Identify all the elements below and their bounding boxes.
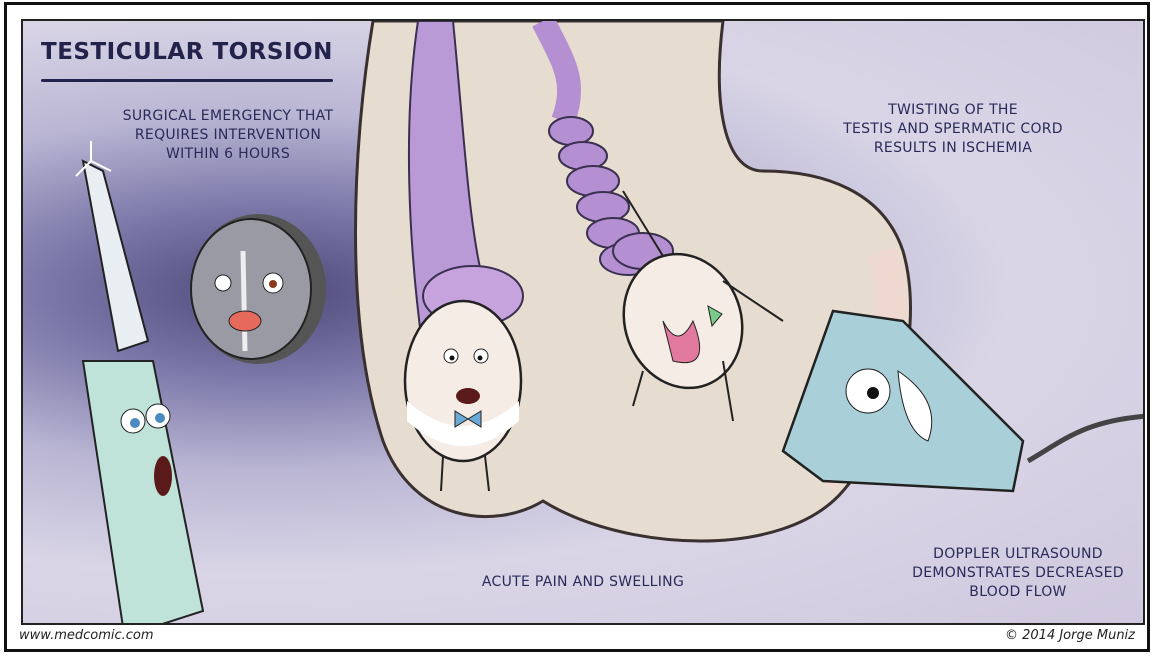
worried-testis-character bbox=[403, 299, 523, 492]
comic-frame: TESTICULAR TORSION SURGICAL EMERGENCY TH… bbox=[4, 2, 1150, 652]
twisted-testis-character bbox=[622, 190, 784, 422]
website-credit: www.medcomic.com bbox=[19, 628, 154, 643]
caption-line: TESTIS AND SPERMATIC CORD bbox=[843, 120, 1063, 137]
caption-line: WITHIN 6 HOURS bbox=[165, 145, 291, 162]
clock-character bbox=[190, 214, 326, 364]
copyright-credit: © 2014 Jorge Muniz bbox=[1005, 628, 1135, 643]
caption-line: TWISTING OF THE bbox=[888, 102, 1018, 118]
title-underline bbox=[41, 79, 333, 82]
ultrasound-probe-character bbox=[781, 309, 1143, 493]
comic-title: TESTICULAR TORSION bbox=[41, 39, 333, 65]
comic-illustration bbox=[75, 21, 1143, 623]
caption-line: RESULTS IN ISCHEMIA bbox=[873, 139, 1033, 156]
caption-twisting: TWISTING OF THE TESTIS AND SPERMATIC COR… bbox=[823, 101, 1083, 158]
caption-line: REQUIRES INTERVENTION bbox=[134, 126, 322, 143]
comic-panel: TESTICULAR TORSION SURGICAL EMERGENCY TH… bbox=[21, 19, 1145, 625]
scalpel-character bbox=[75, 141, 205, 623]
caption-acute-pain: ACUTE PAIN AND SWELLING bbox=[481, 574, 685, 590]
caption-surgical-emergency: SURGICAL EMERGENCY THAT REQUIRES INTERVE… bbox=[103, 107, 353, 164]
caption-line: SURGICAL EMERGENCY THAT bbox=[122, 108, 334, 124]
caption-doppler: DOPPLER ULTRASOUND DEMONSTRATES DECREASE… bbox=[893, 545, 1143, 602]
caption-line: DEMONSTRATES DECREASED bbox=[912, 564, 1124, 581]
caption-line: BLOOD FLOW bbox=[969, 583, 1067, 600]
caption-line: DOPPLER ULTRASOUND bbox=[933, 546, 1103, 562]
